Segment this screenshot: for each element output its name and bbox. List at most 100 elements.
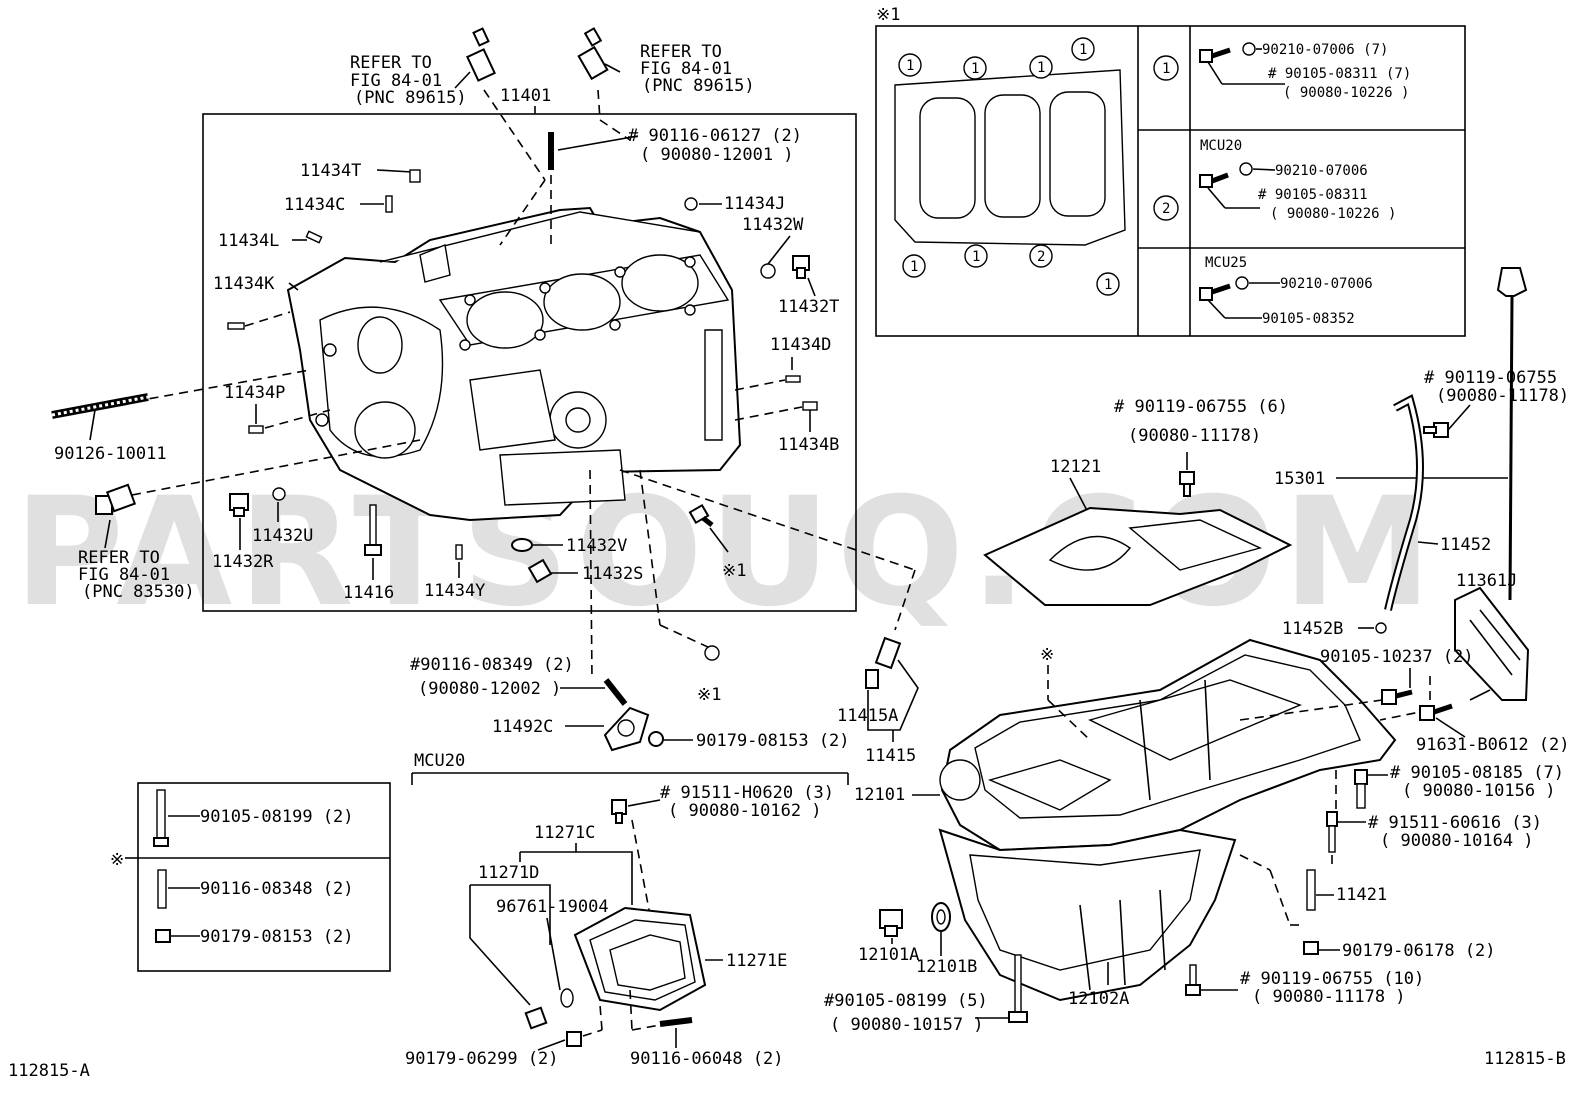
refer-block-2: REFER TO FIG 84-01 (PNC 89615) [640,42,755,96]
label-91511-60616: # 91511-60616 (3) [1368,813,1542,833]
label-90116-06048: 90116-06048 (2) [630,1049,784,1069]
label-ref1-a: ※1 [722,561,746,581]
inset-gasket-illustration[interactable] [894,69,1126,246]
bolt-91631-B0612[interactable] [1419,703,1453,721]
svg-text:1: 1 [1104,277,1112,293]
bolt-ref1-block[interactable] [688,503,714,527]
inset-row1-bolt-text: # 90105-08311 (7) [1268,66,1411,82]
legend-stud-2[interactable] [157,869,167,909]
strainer-11415A[interactable] [865,636,902,689]
label-90105-08185: # 90105-08185 (7) [1390,763,1564,783]
nut-90179-06299[interactable] [566,1031,582,1047]
oil-pressure-sensor-left[interactable] [466,27,496,82]
inset-row2-bolt[interactable] [1199,162,1253,188]
gasket-12101B[interactable] [931,902,951,932]
label-91631-B0612: 91631-B0612 (2) [1416,735,1570,755]
label-90126-10011: 90126-10011 [54,444,167,464]
oil-pressure-sensor-right[interactable] [577,27,609,81]
dipstick-guide-11452[interactable] [1384,394,1424,611]
label-90080-10156: ( 90080-10156 ) [1402,781,1556,801]
inset-row2-variant: MCU20 [1200,138,1242,154]
stud-11421[interactable] [1306,869,1316,911]
inset-row3-bolt-text: 90105-08352 [1262,311,1355,327]
label-11434Y: 11434Y [424,581,485,601]
label-11434D: 11434D [770,335,831,355]
label-11432W: 11432W [742,215,804,235]
inset-row3-bolt[interactable] [1199,276,1249,301]
label-90119-06755-10: # 90119-06755 (10) [1240,969,1424,989]
figure-code-right: 112815-B [1484,1049,1566,1069]
label-90080-11178-a: (90080-11178) [1436,386,1569,406]
label-12101A: 12101A [858,945,919,965]
plug-11432R[interactable] [229,493,249,517]
label-90119-06755-6: # 90119-06755 (6) [1114,397,1288,417]
label-90080-11178-b: (90080-11178) [1128,426,1261,446]
svg-text:(PNC 89615): (PNC 89615) [642,76,755,96]
bolt-11416[interactable] [364,504,382,556]
plug-11432S[interactable] [527,558,553,584]
label-90080-11178-c: ( 90080-11178 ) [1252,987,1406,1007]
nut-90179-06178[interactable] [1303,941,1319,955]
label-12121: 12121 [1050,457,1101,477]
label-11421: 11421 [1336,885,1387,905]
label-15301: 15301 [1274,469,1325,489]
legend-bolt-1[interactable] [153,789,169,847]
label-12101: 12101 [854,785,905,805]
bolt-90105-10237[interactable] [1381,689,1413,705]
inset-row2-bolt-text: # 90105-08311 [1258,187,1368,203]
label-11434C: 11434C [284,195,345,215]
legend-nut-3[interactable] [155,929,171,943]
label-11434P: 11434P [224,383,285,403]
label-11434L: 11434L [218,231,279,251]
baffle-11361J[interactable] [1454,586,1530,701]
label-11271C: 11271C [534,823,595,843]
oil-pan-upper-12101[interactable] [939,638,1397,852]
inset-row1-circle [1153,55,1179,81]
svg-text:(PNC 83530): (PNC 83530) [82,582,195,602]
label-90080-12001: ( 90080-12001 ) [640,145,794,165]
label-90179-06299: 90179-06299 (2) [405,1049,559,1069]
plug-90179-06299[interactable] [524,1006,548,1030]
label-mcu20: MCU20 [414,751,465,771]
bolt-90119-06755-10[interactable] [1185,964,1201,996]
gasket-11492C[interactable] [603,706,650,752]
label-90116-08349: #90116-08349 (2) [410,655,574,675]
legend-item-3: 90179-08153 (2) [200,927,354,947]
legend-item-2: 90116-08348 (2) [200,879,354,899]
svg-text:1: 1 [906,58,914,74]
dipstick-15301[interactable] [1496,267,1528,601]
inset-row3-washer: 90210-07006 [1280,276,1373,292]
bolt-12121[interactable] [1179,471,1195,497]
bolt-90105-08199[interactable] [1008,954,1028,1023]
svg-text:1: 1 [1037,60,1045,76]
drain-plug-12101A[interactable] [879,909,903,937]
label-11434K: 11434K [213,274,275,294]
inset-row1-bolt[interactable] [1199,42,1256,63]
bolt-dipstick-guide[interactable] [1423,422,1449,438]
label-11432T: 11432T [778,297,839,317]
svg-text:REFER TO: REFER TO [350,53,432,73]
bolt-91511-60616[interactable] [1326,811,1338,853]
legend-marker: ※ [110,850,124,870]
bolt-91511-H0620[interactable] [611,799,627,824]
gasket-11432V[interactable] [511,538,533,552]
inset-row2-washer: 90210-07006 [1275,163,1368,179]
oil-strainer-plate-12121[interactable] [983,506,1293,606]
oil-pressure-switch-83530[interactable] [95,483,137,515]
bolt-90105-08185[interactable] [1354,769,1368,809]
label-11432R: 11432R [212,552,274,572]
stud-90116-08349[interactable] [603,678,628,706]
stud-90116-06048[interactable] [659,1017,693,1027]
label-90080-12002: (90080-12002 ) [418,679,561,699]
engine-block-illustration[interactable] [286,206,742,522]
label-91511-H0620: # 91511-H0620 (3) [660,783,834,803]
plug-11432T[interactable] [792,255,810,279]
stud-90126-10011[interactable] [51,393,149,419]
oil-pump-cover-11271[interactable] [573,906,707,1012]
label-11452B: 11452B [1282,619,1343,639]
oil-pan-lower-12102A[interactable] [938,828,1237,1002]
svg-text:2: 2 [1037,249,1045,265]
label-11452: 11452 [1440,535,1491,555]
